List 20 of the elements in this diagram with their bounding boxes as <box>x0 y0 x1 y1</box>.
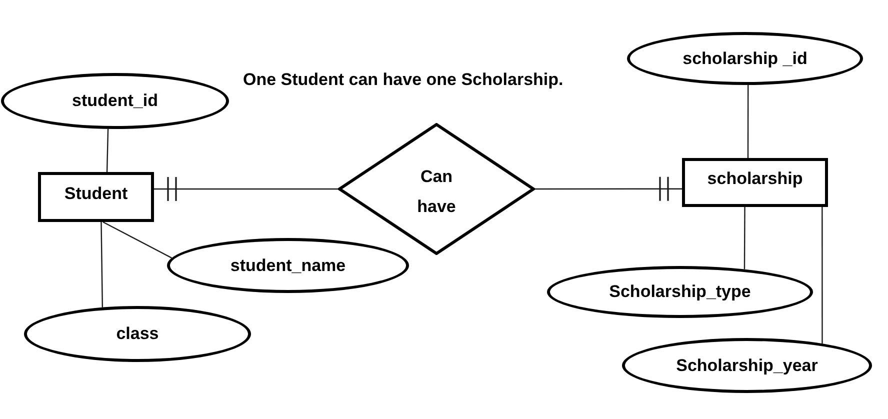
heading: One Student can have one Scholarship. <box>243 69 564 91</box>
connector-line <box>822 207 823 344</box>
connector-line <box>747 84 749 158</box>
attribute-name: Scholarship_year <box>676 354 818 376</box>
connector-line <box>154 177 338 201</box>
attribute-name: class <box>116 323 159 345</box>
entity-name: Student <box>64 182 128 204</box>
attribute-name: scholarship _id <box>682 48 808 70</box>
attribute-name: student_id <box>72 90 158 112</box>
connector-line <box>100 222 104 308</box>
relationship-name: Can have <box>416 166 457 218</box>
connector-line <box>106 128 109 172</box>
relationship-diamond <box>338 123 535 255</box>
connector-line <box>102 221 172 258</box>
attribute-name: student_name <box>230 254 346 276</box>
entity-box <box>682 158 828 207</box>
entity-name: scholarship <box>707 168 803 190</box>
entity-box <box>38 172 154 222</box>
attribute-name: Scholarship_type <box>609 281 751 303</box>
connector-line <box>535 176 682 201</box>
